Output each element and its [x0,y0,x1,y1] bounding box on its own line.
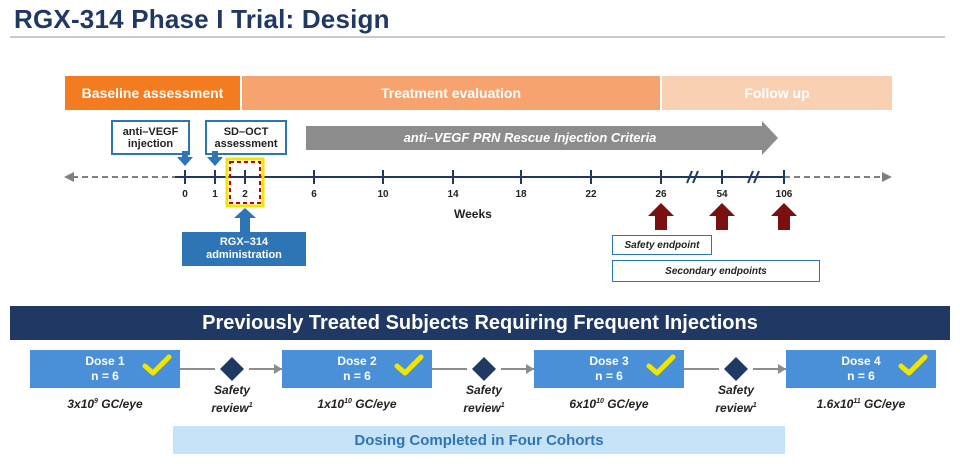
dose-1-value: 3x109 GC/eye [67,397,143,411]
dose-2-box: Dose 2 n = 6 [282,350,432,388]
week-2-highlight-box [225,157,265,208]
tick-label-2: 2 [242,189,248,200]
antivegf-injection-label: anti–VEGF injection [122,125,179,150]
check-icon [142,354,172,376]
secondary-endpoints-label: Secondary endpoints [665,265,767,277]
tick-label-106: 106 [775,189,793,200]
rgx-314-administration-label: RGX–314 administration [206,236,282,261]
phase-baseline-assessment: Baseline assessment [65,76,240,110]
dose-1-label: Dose 1 [85,354,125,368]
axis-break-1 [686,170,699,184]
tick-label-14: 14 [447,189,459,200]
check-icon [898,354,928,376]
tick-label-10: 10 [377,189,389,200]
rescue-criteria-label: anti–VEGF PRN Rescue Injection Criteria [403,130,657,145]
safety-review-diamond-1 [220,357,244,381]
check-icon [394,354,424,376]
sdoct-assessment-callout: SD–OCT assessment [205,120,287,155]
weeks-axis-label: Weeks [454,207,492,221]
antivegf-injection-callout: anti–VEGF injection [111,120,190,155]
dose-2-value: 1x1010 GC/eye [317,397,397,411]
dose-4-box: Dose 4 n = 6 [786,350,936,388]
dose-1-n: n = 6 [91,369,119,383]
antivegf-pointer-arrow [177,151,193,166]
dose-4-n: n = 6 [847,369,875,383]
sdoct-pointer-arrow [207,151,223,166]
dose-4-value: 1.6x1011 GC/eye [816,397,906,411]
dose-4-label: Dose 4 [841,354,881,368]
title-divider [10,36,945,38]
secondary-endpoints-box: Secondary endpoints [612,260,820,282]
rgx-admin-arrow [234,208,256,232]
timeline-ticks [184,170,785,184]
cohort-banner: Previously Treated Subjects Requiring Fr… [10,306,950,340]
dose-2-label: Dose 2 [337,354,377,368]
dose-3-value: 6x1010 GC/eye [569,397,649,411]
safety-review-diamond-2 [472,357,496,381]
cohort-flow-connectors [180,357,786,381]
tick-label-18: 18 [515,189,527,200]
timeline-right-arrowhead [882,172,892,182]
dose-3-box: Dose 3 n = 6 [534,350,684,388]
tick-label-22: 22 [585,189,597,200]
dose-1-box: Dose 1 n = 6 [30,350,180,388]
safety-review-diamond-3 [724,357,748,381]
dose-3-n: n = 6 [595,369,623,383]
rescue-criteria-arrow [306,121,778,155]
dose-3-label: Dose 3 [589,354,629,368]
axis-break-2 [747,170,760,184]
check-icon [646,354,676,376]
endpoint-arrow-54 [709,203,735,230]
dosing-completed-bar: Dosing Completed in Four Cohorts [173,426,785,454]
tick-label-6: 6 [311,189,317,200]
dose-2-n: n = 6 [343,369,371,383]
page-title: RGX-314 Phase I Trial: Design [14,4,390,34]
phase-treatment-evaluation: Treatment evaluation [242,76,660,110]
tick-label-26: 26 [655,189,667,200]
timeline-left-arrowhead [64,172,74,182]
sdoct-assessment-label: SD–OCT assessment [214,125,278,150]
timeline-graphic [64,121,892,232]
rgx-314-administration-box: RGX–314 administration [182,232,306,266]
endpoint-arrow-26 [648,203,674,230]
tick-label-1: 1 [212,189,218,200]
endpoint-arrow-106 [771,203,797,230]
phase-follow-up: Follow up [662,76,892,110]
safety-endpoint-label: Safety endpoint [624,239,700,251]
tick-label-54: 54 [716,189,728,200]
safety-endpoint-box: Safety endpoint [612,235,712,255]
tick-label-0: 0 [182,189,188,200]
